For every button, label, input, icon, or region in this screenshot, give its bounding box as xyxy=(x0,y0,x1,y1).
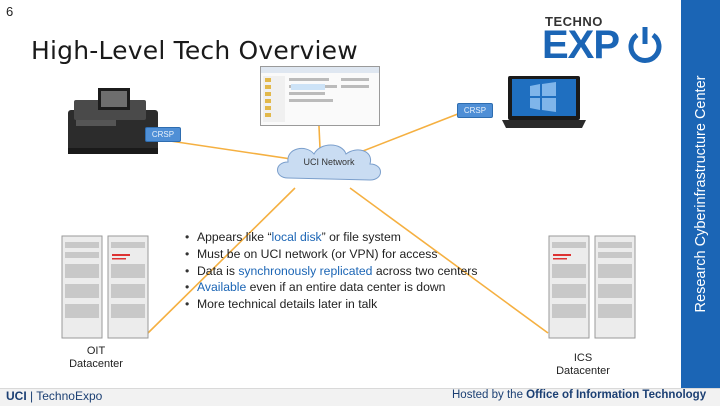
laptop-device xyxy=(500,74,588,130)
sidebar-title: Research Cyberinfrastructure Center xyxy=(692,75,709,313)
footer-host: Hosted by the Office of Information Tech… xyxy=(452,389,706,401)
footer-separator: | xyxy=(26,389,37,403)
slide-number: 6 xyxy=(6,4,14,19)
ics-datacenter-label: ICS Datacenter xyxy=(548,352,618,378)
bullet-availability: Available even if an entire data center … xyxy=(185,279,477,296)
oit-server-rack xyxy=(60,234,152,340)
footer-host-prefix: Hosted by the xyxy=(452,389,527,401)
footer-bar xyxy=(0,388,720,406)
oit-label-line1: OIT xyxy=(86,345,106,357)
bullet-replication: Data is synchronously replicated across … xyxy=(185,263,477,280)
link-laptop xyxy=(344,109,469,159)
sequencer-device xyxy=(64,88,164,160)
logo-techno-text: TECHNO xyxy=(545,14,603,29)
crsp-tag-left: CRSP xyxy=(145,127,181,142)
bullet-network-access: Must be on UCI network (or VPN) for acce… xyxy=(185,246,477,263)
power-icon xyxy=(628,27,662,63)
logo-expo-text: EXP xyxy=(542,23,620,67)
crsp-tag-right: CRSP xyxy=(457,103,493,118)
bullet-local-disk: Appears like “local disk” or file system xyxy=(185,229,477,246)
bullet-more-details: More technical details later in talk xyxy=(185,296,477,313)
network-cloud: UCI Network xyxy=(270,140,388,188)
sidebar-banner: Research Cyberinfrastructure Center xyxy=(681,0,720,388)
network-label: UCI Network xyxy=(303,157,355,167)
slide-title: High-Level Tech Overview xyxy=(31,36,358,65)
file-browser-screenshot xyxy=(260,66,380,126)
footer-brand: UCI | TechnoExpo xyxy=(6,389,102,403)
ics-server-rack xyxy=(547,234,639,340)
footer-host-office: Office of Information Technology xyxy=(526,389,707,401)
feature-bullet-list: Appears like “local disk” or file system… xyxy=(185,229,477,313)
ics-label-line1: ICS xyxy=(573,352,593,364)
footer-event: TechnoExpo xyxy=(36,389,103,403)
ics-label-line2: Datacenter xyxy=(556,365,610,377)
oit-label-line2: Datacenter xyxy=(69,358,123,370)
oit-datacenter-label: OIT Datacenter xyxy=(64,345,128,371)
footer-org: UCI xyxy=(6,389,27,403)
